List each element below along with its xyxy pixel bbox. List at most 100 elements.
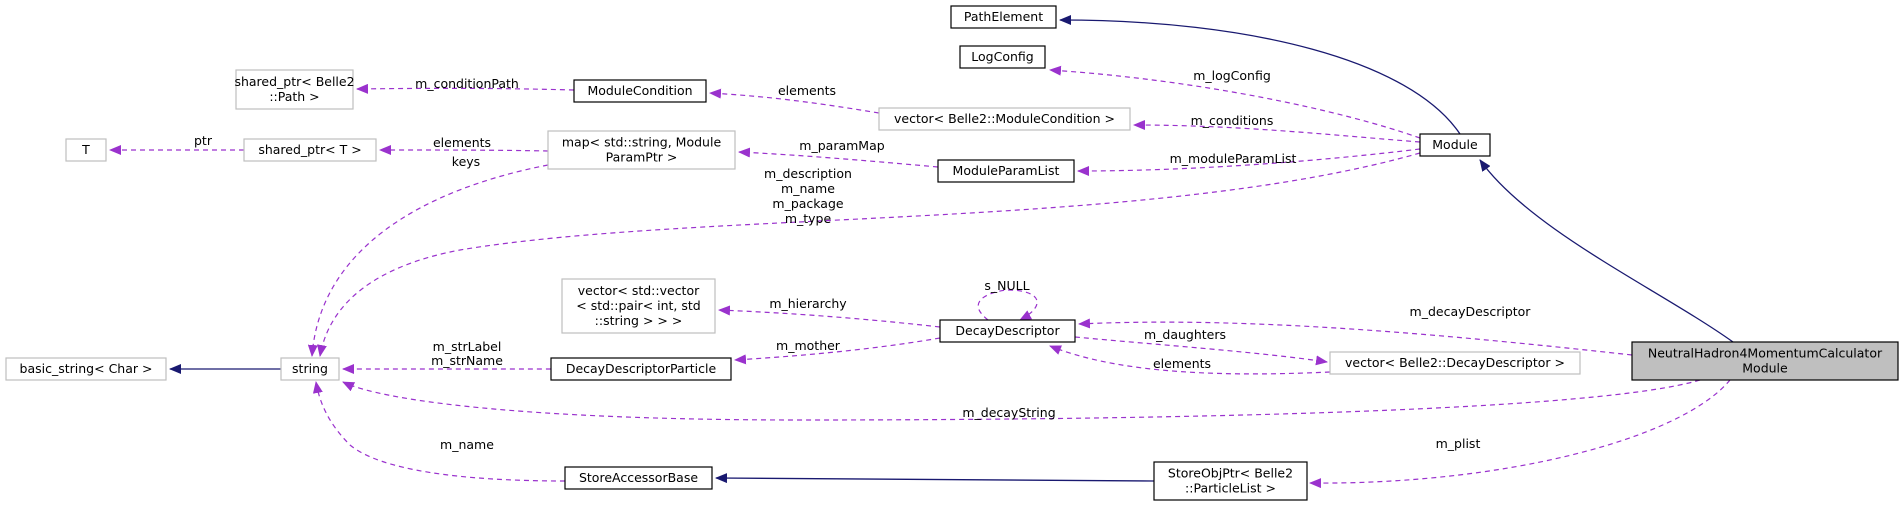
node-box <box>878 107 1131 131</box>
edge-module-moduleparamlist <box>1077 148 1421 176</box>
edge-modulecondition-sharedptrpath <box>356 83 575 94</box>
node-label: < std::pair< int, std <box>576 298 700 313</box>
edge-vectordecaydescriptor-elements <box>1049 345 1331 375</box>
node-box <box>1631 341 1899 381</box>
edges-layer <box>109 15 1734 489</box>
node-label: vector< Belle2::ModuleCondition > <box>894 111 1115 126</box>
edge-neutral-decaystring <box>342 379 1701 421</box>
node-LogConfig[interactable]: LogConfig <box>959 45 1046 69</box>
edge-label: elements <box>433 135 491 150</box>
edge-neutral-to-module <box>1479 159 1734 343</box>
node-label: NeutralHadron4MomentumCalculator <box>1648 346 1883 361</box>
node-VectorModuleCondition[interactable]: vector< Belle2::ModuleCondition > <box>878 107 1131 131</box>
node-SharedPtrT[interactable]: shared_ptr< T > <box>243 138 377 162</box>
edge-label: s_NULL <box>984 278 1029 293</box>
edge-map-sharedptrt <box>379 145 549 156</box>
node-label: ::Path > <box>269 89 319 104</box>
edge-storeaccessorbase-string <box>312 381 566 482</box>
node-label: ModuleParamList <box>953 163 1060 178</box>
node-box <box>243 138 377 162</box>
node-StoreObjPtr[interactable]: StoreObjPtr< Belle2::ParticleList > <box>1153 461 1308 501</box>
edge-neutral-decaydescriptor <box>1078 318 1633 356</box>
edge-label: keys <box>452 154 480 169</box>
edge-label: m_package <box>772 196 844 211</box>
edge-label: m_type <box>785 211 832 226</box>
edge-label: elements <box>778 83 836 98</box>
edge-module-string <box>317 152 1421 357</box>
node-label: basic_string< Char > <box>20 361 153 376</box>
edge-decaydescriptor-daughters <box>1074 336 1328 366</box>
node-SharedPtrPath[interactable]: shared_ptr< Belle2::Path > <box>234 69 355 110</box>
node-VectorPair[interactable]: vector< std::vector< std::pair< int, std… <box>561 278 716 334</box>
node-label: shared_ptr< T > <box>258 142 361 157</box>
node-String[interactable]: string <box>280 357 340 381</box>
edge-decaydescriptor-vectorpair <box>718 305 941 328</box>
edge-label: ptr <box>194 133 213 148</box>
node-label: ::ParticleList > <box>1185 481 1276 496</box>
edge-label: m_strName <box>431 353 503 368</box>
edge-label: m_description <box>764 166 852 181</box>
node-label: StoreObjPtr< Belle2 <box>1168 466 1293 481</box>
node-label: shared_ptr< Belle2 <box>234 74 354 89</box>
edge-moduleparamlist-map <box>738 147 939 168</box>
node-box <box>1329 351 1581 375</box>
node-DecayDescriptorParticle[interactable]: DecayDescriptorParticle <box>550 357 732 381</box>
node-box <box>550 357 732 381</box>
edge-label: m_daughters <box>1144 327 1226 342</box>
node-box <box>564 466 713 490</box>
node-label: Module <box>1742 361 1788 376</box>
node-label: Module <box>1432 137 1478 152</box>
node-box <box>65 138 107 162</box>
node-box <box>1153 461 1308 501</box>
edge-label: m_strLabel <box>433 339 502 354</box>
node-BasicString[interactable]: basic_string< Char > <box>5 357 167 381</box>
node-box <box>547 130 736 170</box>
edge-labels-layer: m_logConfigm_conditionsm_moduleParamList… <box>194 68 1531 452</box>
edge-label: m_mother <box>776 338 841 353</box>
edge-module-to-pathelement <box>1059 15 1461 135</box>
node-box <box>561 278 716 334</box>
edge-label: m_decayString <box>962 405 1055 420</box>
edge-label: m_paramMap <box>799 138 884 153</box>
node-box <box>950 5 1057 29</box>
node-label: map< std::string, Module <box>562 135 722 150</box>
node-box <box>235 69 354 110</box>
node-box <box>939 319 1076 343</box>
node-label: ModuleCondition <box>587 83 692 98</box>
edge-label: m_plist <box>1436 436 1481 451</box>
edge-module-conditions <box>1133 120 1421 143</box>
node-ModuleParamList[interactable]: ModuleParamList <box>937 159 1075 183</box>
edge-label: m_name <box>440 437 494 452</box>
node-ModuleCondition[interactable]: ModuleCondition <box>573 79 707 103</box>
node-label: ::string > > > <box>595 313 683 328</box>
node-label: ParamPtr > <box>606 150 678 165</box>
node-label: string <box>292 361 328 376</box>
node-label: DecayDescriptor <box>955 323 1060 338</box>
node-VectorDecayDescriptor[interactable]: vector< Belle2::DecayDescriptor > <box>1329 351 1581 375</box>
node-StoreAccessorBase[interactable]: StoreAccessorBase <box>564 466 713 490</box>
node-label: LogConfig <box>971 49 1033 64</box>
node-label: vector< Belle2::DecayDescriptor > <box>1345 355 1565 370</box>
edge-label: m_moduleParamList <box>1170 151 1297 166</box>
edge-label: m_hierarchy <box>769 296 847 311</box>
edge-decaydescriptor-particle <box>734 337 941 365</box>
edge-label: m_name <box>781 181 835 196</box>
node-T[interactable]: T <box>65 138 107 162</box>
edge-storeobjptr-to-storeaccessorbase <box>715 473 1155 484</box>
edge-neutral-plist <box>1309 379 1731 489</box>
node-box <box>1419 133 1491 157</box>
node-box <box>5 357 167 381</box>
node-DecayDescriptor[interactable]: DecayDescriptor <box>939 319 1076 343</box>
node-label: T <box>81 142 90 157</box>
edge-label: elements <box>1153 356 1211 371</box>
node-label: DecayDescriptorParticle <box>566 361 717 376</box>
node-Module[interactable]: Module <box>1419 133 1491 157</box>
node-box <box>937 159 1075 183</box>
edge-decaydescriptor-self <box>977 289 1038 321</box>
node-PathElement[interactable]: PathElement <box>950 5 1057 29</box>
edge-map-string <box>307 164 549 357</box>
